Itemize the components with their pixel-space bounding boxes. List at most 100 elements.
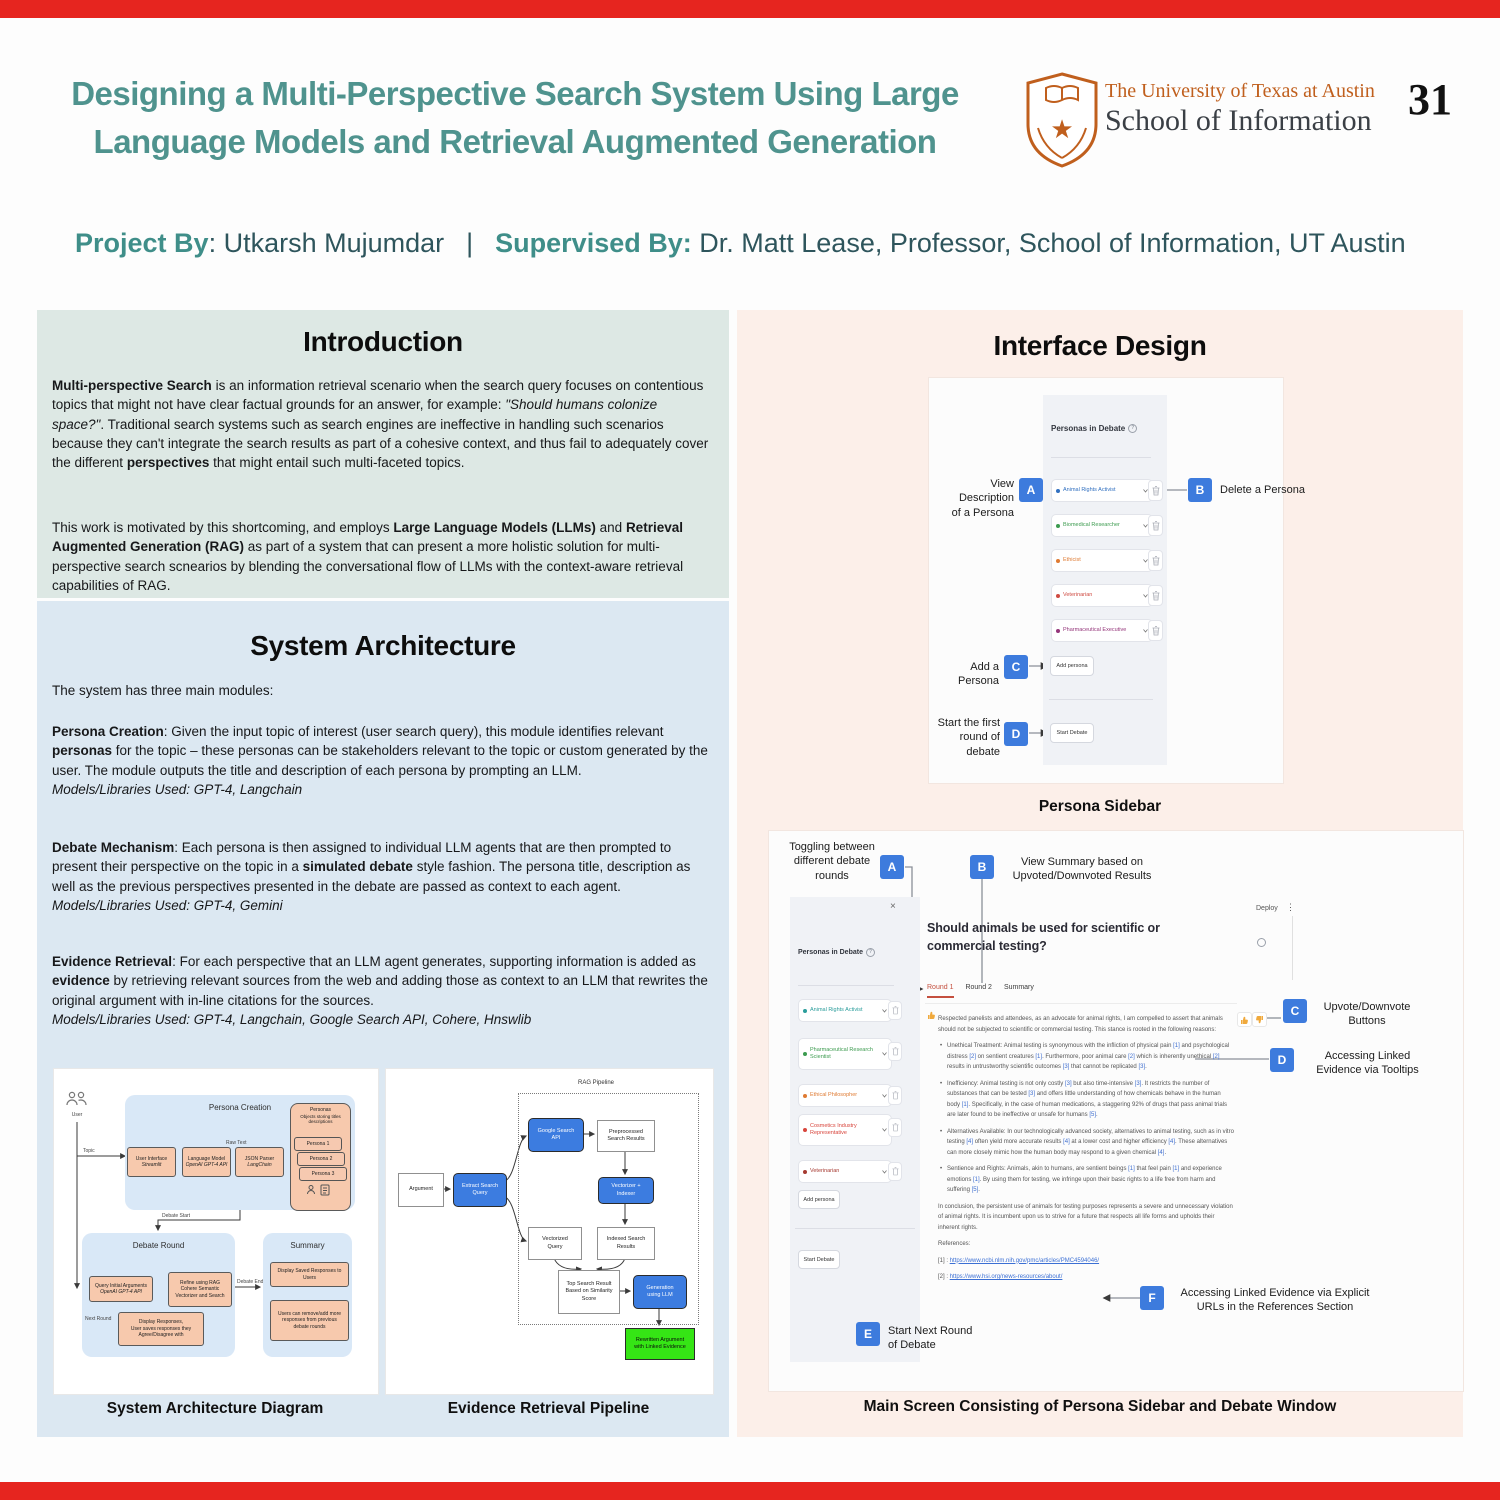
reference-2-link[interactable]: https://www.hsi.org/news-resources/about… [949, 1274, 1063, 1280]
diagram2-caption: Evidence Retrieval Pipeline [447, 1400, 650, 1417]
box-google-search-api: Google Search API [528, 1118, 584, 1152]
box-json-parser-title: JSON Parser [244, 1155, 275, 1162]
box-json-parser-sub: LangChain [247, 1162, 272, 1168]
persona-object-icons [307, 1184, 330, 1196]
chevron-down-icon [1143, 628, 1148, 633]
box-user-interface-sub: Streamlit [141, 1162, 162, 1168]
annotation-add-persona-text: Add a Persona [958, 661, 999, 688]
delete-persona-button[interactable] [1148, 620, 1163, 641]
bottom-red-bar [0, 1482, 1500, 1500]
start-debate-button[interactable]: Start Debate [798, 1250, 840, 1269]
delete-persona-button[interactable] [888, 1162, 902, 1181]
box-remove-add: Users can remove/add more responses from… [270, 1300, 349, 1341]
delete-persona-button[interactable] [1148, 480, 1163, 501]
start-debate-button[interactable]: Start Debate [1050, 723, 1094, 743]
persona-dropdown-cosmetics-rep[interactable]: Cosmetics Industry Representative [798, 1114, 892, 1146]
introduction-panel [37, 310, 729, 598]
annotation-a-badge: A [880, 855, 904, 879]
microscope-icon [1056, 523, 1060, 528]
persona-dropdown-biomedical[interactable]: Biomedical Researcher [1051, 514, 1153, 537]
annotation-start-next-round-text: Start Next Round of Debate [888, 1325, 973, 1352]
annotation-b-badge: B [970, 855, 994, 879]
delete-persona-button[interactable] [1148, 550, 1163, 571]
add-persona-button[interactable]: Add persona [1050, 656, 1094, 676]
reference-2-prefix: [2] : [938, 1274, 950, 1280]
rag-pipeline-boundary [518, 1093, 699, 1325]
delete-persona-button[interactable] [888, 1086, 902, 1105]
introduction-paragraph-1: Multi-perspective Search is an informati… [52, 378, 709, 471]
reference-1: [1] : https://www.ncbi.nlm.nih.gov/pmc/a… [938, 1256, 1234, 1267]
info-icon[interactable]: ? [865, 948, 875, 957]
history-icon[interactable] [1257, 938, 1266, 947]
box-refine-rag: Refine using RAG Cohere Semantic Vectori… [168, 1272, 232, 1307]
summary-title: Summary [290, 1241, 325, 1250]
persona-label: Ethicist [1063, 556, 1081, 563]
persona-dropdown-veterinarian[interactable]: Veterinarian [798, 1160, 892, 1183]
info-icon[interactable]: ? [1128, 424, 1138, 433]
introduction-paragraph-2: This work is motivated by this shortcomi… [52, 520, 684, 593]
annotation-b-badge: B [1188, 478, 1212, 502]
ut-shield-logo-icon: ★ [1026, 72, 1098, 168]
chevron-down-icon [882, 1169, 887, 1174]
raw-text-label: Raw Text [226, 1140, 247, 1146]
persona-label: Ethical Philosopher [810, 1091, 858, 1098]
persona-dropdown-animal-rights[interactable]: Animal Rights Activist [1051, 479, 1153, 502]
annotation-explicit-urls-text: Accessing Linked Evidence via Explicit U… [1180, 1287, 1370, 1314]
debate-round-title: Debate Round [132, 1241, 185, 1250]
persona-label: Pharmaceutical Executive [1063, 626, 1127, 633]
next-round-label: Next Round [85, 1316, 112, 1322]
delete-persona-button[interactable] [1148, 515, 1163, 536]
round-tabs: Round 1 Round 2 Summary [927, 984, 1034, 991]
box-argument: Argument [398, 1173, 444, 1207]
close-icon[interactable]: × [890, 901, 896, 912]
module-evidence-retrieval: Evidence Retrieval: For each perspective… [52, 954, 708, 1027]
byline-divider: | [466, 228, 474, 258]
trash-icon [891, 1006, 899, 1015]
persona-dropdown-veterinarian[interactable]: Veterinarian [1051, 584, 1153, 607]
reference-1-link[interactable]: https://www.ncbi.nlm.nih.gov/pmc/article… [949, 1257, 1100, 1264]
annotation-delete-persona-text: Delete a Persona [1220, 484, 1305, 496]
tab-round-1[interactable]: Round 1 [927, 984, 954, 991]
delete-persona-button[interactable] [888, 1118, 902, 1137]
persona-dropdown-ethicist[interactable]: Ethicist [1051, 549, 1153, 572]
add-persona-button[interactable]: Add persona [798, 1190, 840, 1209]
delete-persona-button[interactable] [888, 1042, 902, 1061]
trash-icon [891, 1091, 899, 1100]
debate-bullet-alternatives: Alternatives Available: In our technolog… [938, 1127, 1234, 1159]
persona-1-card: Persona 1 [294, 1137, 342, 1151]
logo-university-text: The University of Texas at Austin [1105, 80, 1375, 102]
chevron-down-icon [1143, 523, 1148, 528]
downvote-button[interactable] [1252, 1012, 1267, 1027]
persona-dropdown-pharma-research[interactable]: Pharmaceutical Research Scientist [798, 1038, 892, 1070]
box-query-arguments-sub: OpenAI GPT-4 API [100, 1289, 142, 1295]
delete-persona-button[interactable] [1148, 585, 1163, 606]
paw-icon [1056, 488, 1060, 493]
personas-in-debate-title: Personas in Debate? [1051, 424, 1159, 433]
annotation-upvote-downvote-text: Upvote/Downvote Buttons [1323, 1001, 1411, 1028]
deploy-button[interactable]: Deploy [1256, 905, 1278, 912]
debate-question: Should animals be used for scientific or… [927, 921, 1160, 953]
chevron-down-icon [1143, 593, 1148, 598]
persona-dropdown-pharma-exec[interactable]: Pharmaceutical Executive [1051, 619, 1153, 642]
persona-dropdown-ethical-philosopher[interactable]: Ethical Philosopher [798, 1084, 892, 1107]
box-vectorizer-indexer: Vectorizer + Indexer [598, 1177, 654, 1204]
persona-label: Biomedical Researcher [1063, 521, 1120, 528]
briefcase-icon [1056, 628, 1060, 633]
personas-objects-sub: Objects storing titles descriptions [300, 1113, 341, 1125]
kebab-menu-icon[interactable]: ⋮ [1286, 902, 1295, 912]
rag-pipeline-label: RAG Pipeline [575, 1080, 618, 1086]
page-number: 31 [1408, 75, 1452, 124]
thumbs-up-icon [1241, 1016, 1248, 1024]
persona-dropdown-animal-rights[interactable]: Animal Rights Activist [798, 999, 892, 1022]
box-vectorized-query: Vectorized Query [528, 1227, 582, 1260]
tab-round-2[interactable]: Round 2 [965, 984, 992, 991]
dog-icon [1056, 593, 1060, 598]
upvote-button[interactable] [1237, 1012, 1252, 1027]
tab-summary[interactable]: Summary [1003, 984, 1034, 991]
box-query-arguments-title: Query Initial Arguments [95, 1282, 147, 1289]
box-display-saved: Display Saved Responses to Users [270, 1262, 349, 1287]
delete-persona-button[interactable] [888, 1001, 902, 1020]
poster-title: Designing a Multi-Perspective Search Sys… [40, 70, 990, 166]
box-extract-query: Extract Search Query [453, 1173, 507, 1207]
